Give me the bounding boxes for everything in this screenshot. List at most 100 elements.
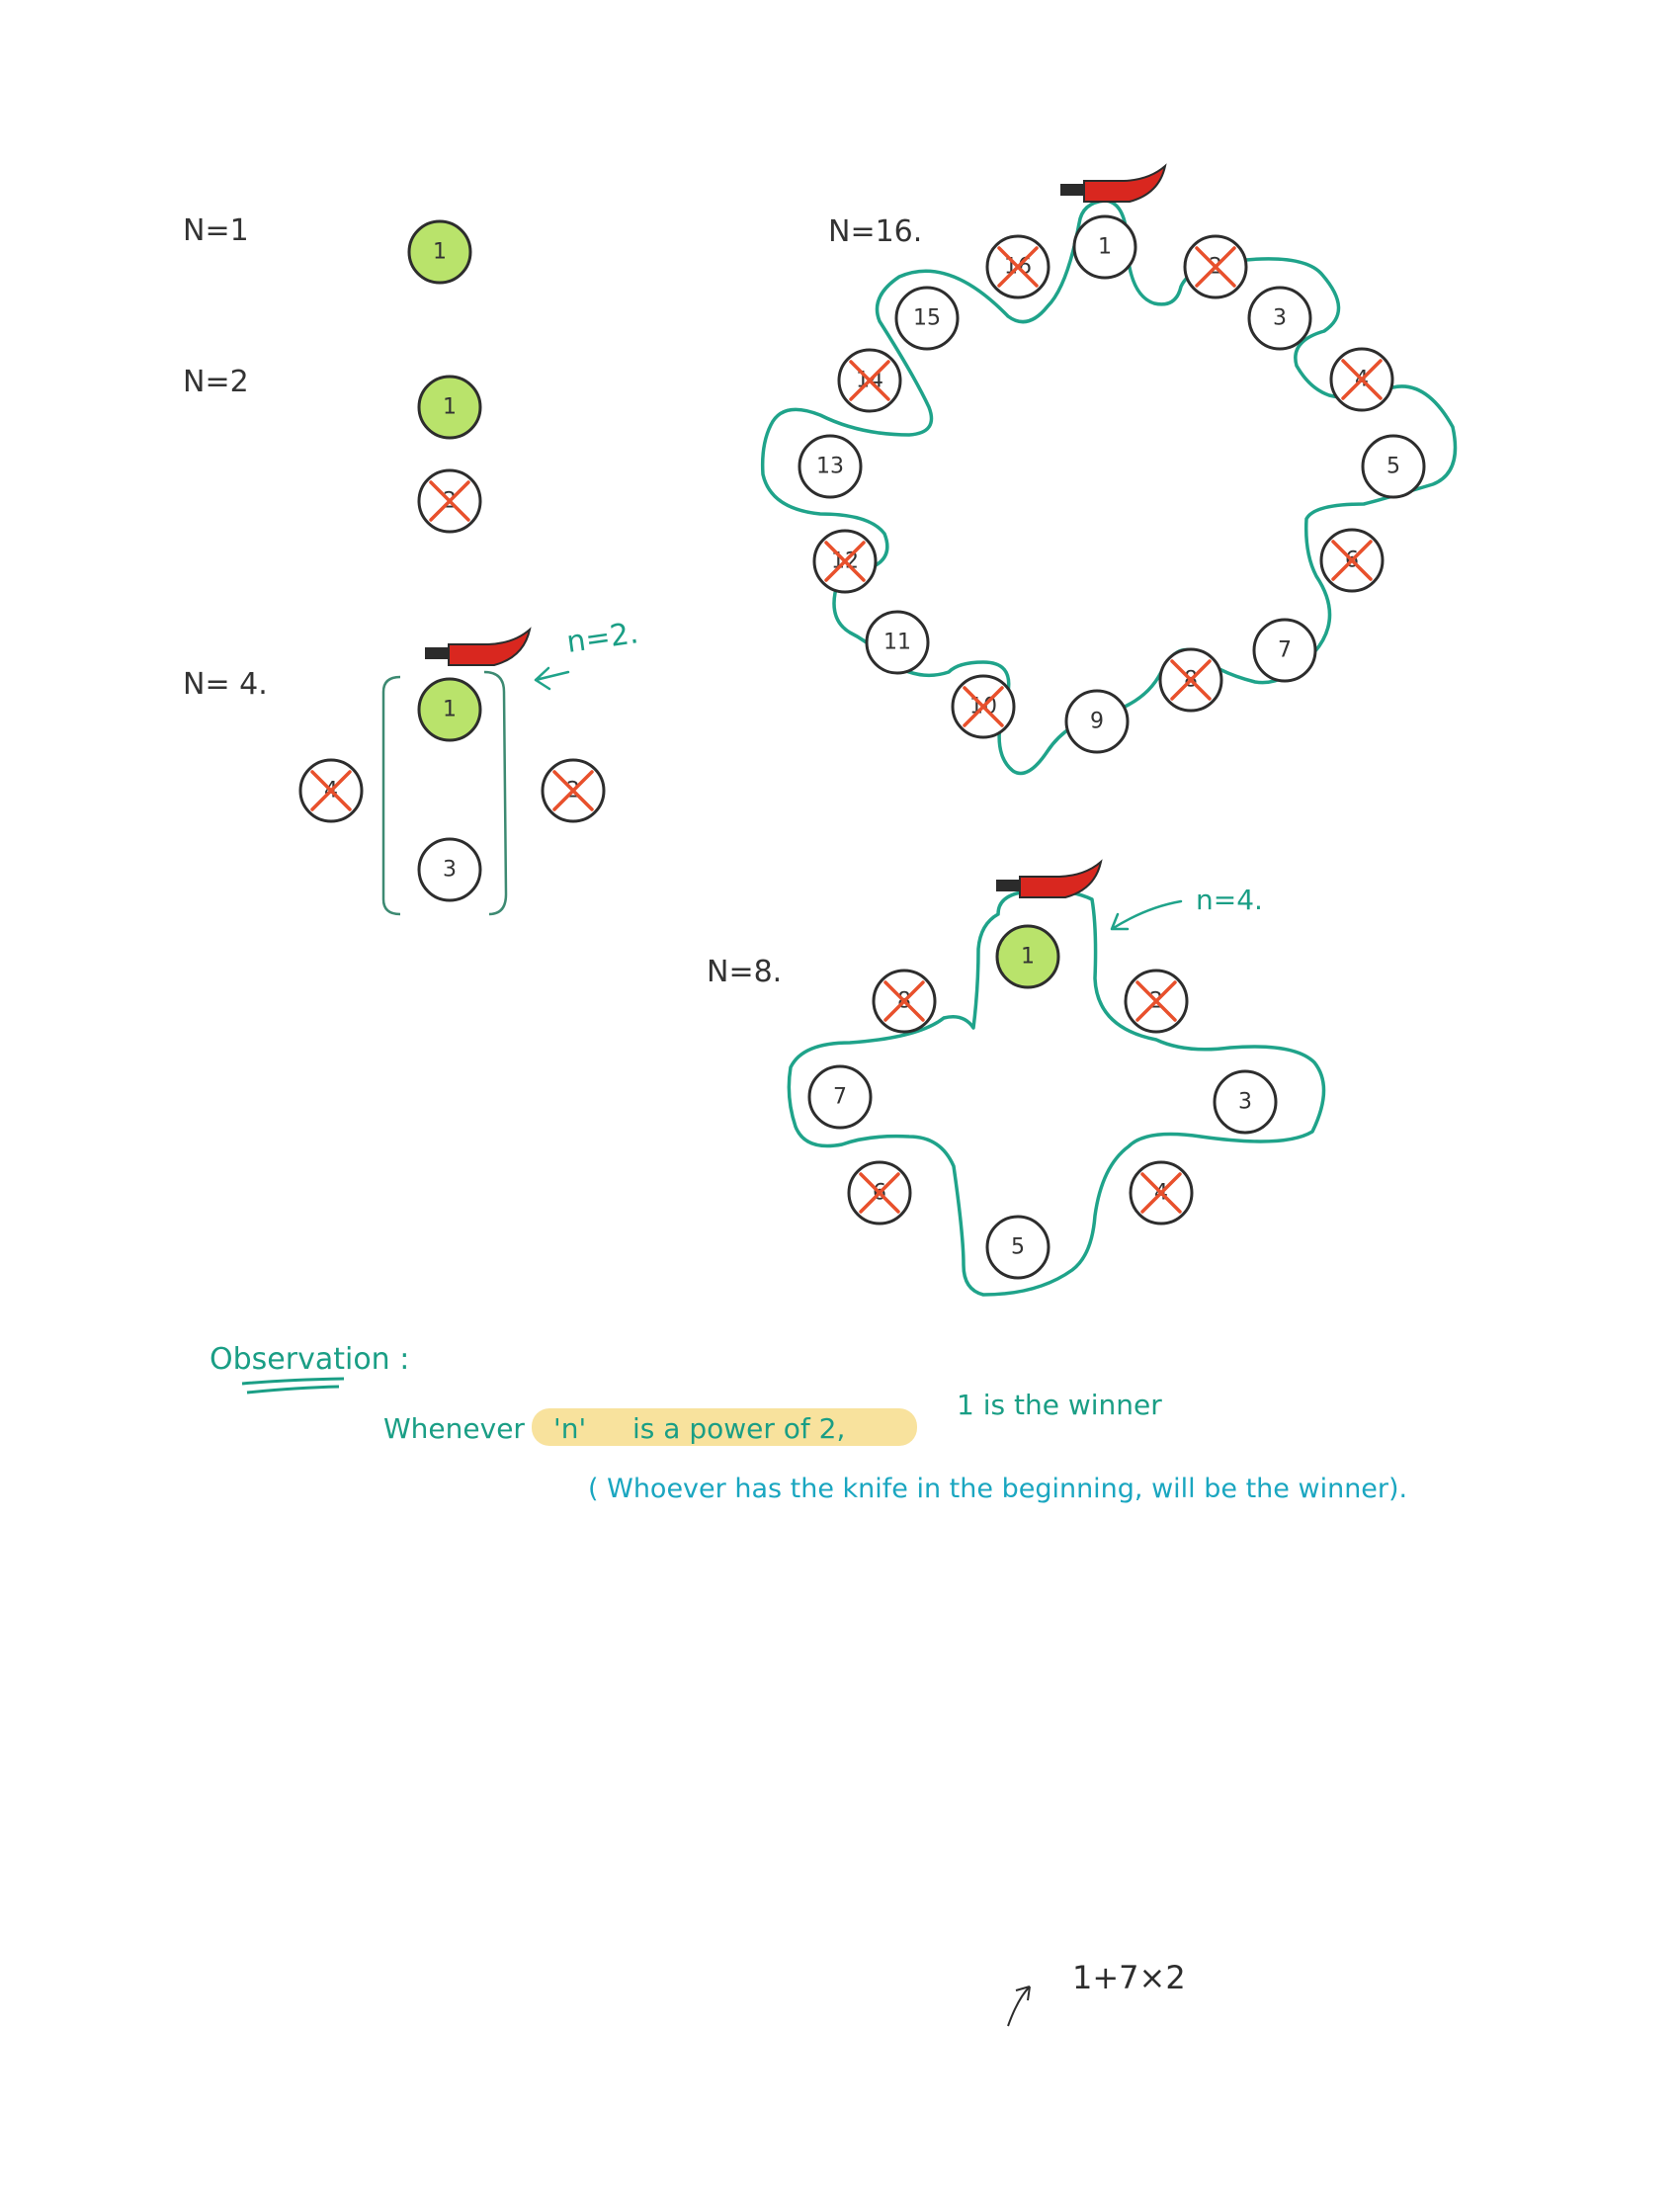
n16-node-label: 13	[816, 455, 844, 479]
n16-cross-stroke	[1331, 540, 1373, 581]
n16-nodes: 12345678910111213141516	[798, 214, 1426, 754]
n8-node-2: 2	[1124, 969, 1189, 1034]
n4-left-bracket	[381, 675, 401, 916]
n2-node-label: 1	[443, 395, 457, 420]
n4-nodes: 1 2 3 4	[298, 677, 606, 902]
n16-node-circle	[1072, 214, 1137, 280]
observation-line2: ( Whoever has the knife in the beginning…	[588, 1474, 1407, 1504]
n16-node-8: 8	[1158, 647, 1223, 713]
n4-node-label: 1	[443, 698, 457, 722]
n16-node-label: 3	[1273, 306, 1287, 331]
n4-arrow-label: n=2.	[564, 616, 640, 660]
n8-node-8: 8	[872, 969, 937, 1034]
n16-node-4: 4	[1329, 347, 1394, 412]
n8-node-circle	[807, 1064, 873, 1130]
n16-node-11: 11	[865, 610, 930, 675]
n2-node-circle	[417, 375, 482, 440]
formula-text: 1+7×2	[1072, 1959, 1186, 1996]
n8-node-4: 4	[1129, 1160, 1194, 1226]
n8-cross-stroke	[1140, 1172, 1182, 1214]
n16-node-label: 15	[913, 306, 941, 331]
n2-node-1: 1	[417, 375, 482, 440]
n4-node-label: 3	[443, 858, 457, 883]
n16-node-circle	[798, 434, 863, 499]
label-n2: N=2	[183, 365, 249, 399]
observation-line1-winner: 1 is the winner	[957, 1389, 1162, 1421]
n8-cross-stroke	[883, 980, 925, 1022]
n16-cross-stroke	[997, 246, 1039, 288]
n16-node-10: 10	[951, 674, 1016, 739]
n4-node-circle	[417, 837, 482, 902]
n16-node-circle	[1252, 618, 1317, 683]
n8-node-1: 1	[995, 924, 1060, 989]
n2-node-2: 2	[417, 468, 482, 534]
n16-node-label: 1	[1098, 235, 1112, 260]
knife-icon-n4	[425, 627, 532, 666]
n8-cross-stroke	[859, 1172, 900, 1214]
n16-node-label: 7	[1278, 638, 1292, 663]
n4-node-1: 1	[417, 677, 482, 742]
n2-cross-stroke	[429, 480, 470, 522]
n16-node-circle	[894, 286, 960, 351]
n1-node-1: 1	[407, 219, 472, 285]
n4-node-4: 4	[298, 758, 364, 823]
n8-arrow	[1110, 899, 1183, 931]
observation-line1-whenever: Whenever	[383, 1412, 525, 1445]
n16-node-label: 11	[883, 631, 911, 655]
n8-arrow-label: n=4.	[1196, 884, 1263, 916]
n16-node-1: 1	[1072, 214, 1137, 280]
n16-node-16: 16	[985, 234, 1050, 299]
n8-node-6: 6	[847, 1160, 912, 1226]
formula-arrow	[1007, 1986, 1031, 2027]
power-of-two-highlight	[532, 1408, 917, 1446]
n16-node-14: 14	[837, 348, 902, 413]
knife-icon-n16	[1060, 163, 1167, 203]
label-n4: N= 4.	[183, 667, 268, 702]
observation-line1-n: 'n'	[553, 1412, 586, 1445]
n16-node-label: 9	[1090, 710, 1104, 734]
n16-node-5: 5	[1361, 434, 1426, 499]
n8-nodes: 12 3 4 5 6 7 8	[807, 924, 1278, 1280]
n8-node-5: 5	[985, 1215, 1050, 1280]
n1-node-label: 1	[433, 240, 447, 265]
n8-node-3: 3	[1213, 1069, 1278, 1135]
n16-node-circle	[865, 610, 930, 675]
n16-node-label: 5	[1386, 455, 1400, 479]
observation-underline	[241, 1377, 345, 1395]
n16-node-13: 13	[798, 434, 863, 499]
n16-node-9: 9	[1064, 689, 1130, 754]
n4-node-2: 2	[541, 758, 606, 823]
label-n1: N=1	[183, 213, 249, 248]
label-n8: N=8.	[707, 955, 782, 989]
n8-node-label: 3	[1238, 1090, 1252, 1115]
n4-cross-stroke	[310, 770, 352, 811]
n1-nodes: 1	[407, 219, 472, 285]
n8-node-circle	[985, 1215, 1050, 1280]
n16-node-6: 6	[1319, 528, 1385, 593]
n16-cross-stroke	[824, 541, 866, 582]
n16-node-3: 3	[1247, 286, 1312, 351]
n8-node-label: 5	[1011, 1235, 1025, 1260]
n16-boundary-path	[760, 199, 1458, 776]
n16-cross-stroke	[849, 360, 890, 401]
n16-node-circle	[1361, 434, 1426, 499]
n16-cross-stroke	[1195, 246, 1236, 288]
n16-cross-stroke	[1341, 359, 1383, 400]
n8-boundary-path	[787, 888, 1326, 1297]
n4-cross-stroke	[552, 770, 594, 811]
knife-icon-n8	[996, 859, 1103, 898]
label-n16: N=16.	[828, 214, 922, 249]
observation-heading: Observation :	[210, 1342, 409, 1377]
n4-node-circle	[417, 677, 482, 742]
n16-node-15: 15	[894, 286, 960, 351]
observation-line1-power: is a power of 2,	[632, 1412, 845, 1445]
n4-arrow	[534, 666, 570, 691]
n16-node-2: 2	[1183, 234, 1248, 299]
n8-node-label: 7	[833, 1085, 847, 1110]
n16-cross-stroke	[963, 686, 1004, 727]
n16-node-12: 12	[812, 529, 878, 594]
n16-cross-stroke	[1170, 659, 1212, 701]
n1-node-circle	[407, 219, 472, 285]
n4-node-3: 3	[417, 837, 482, 902]
